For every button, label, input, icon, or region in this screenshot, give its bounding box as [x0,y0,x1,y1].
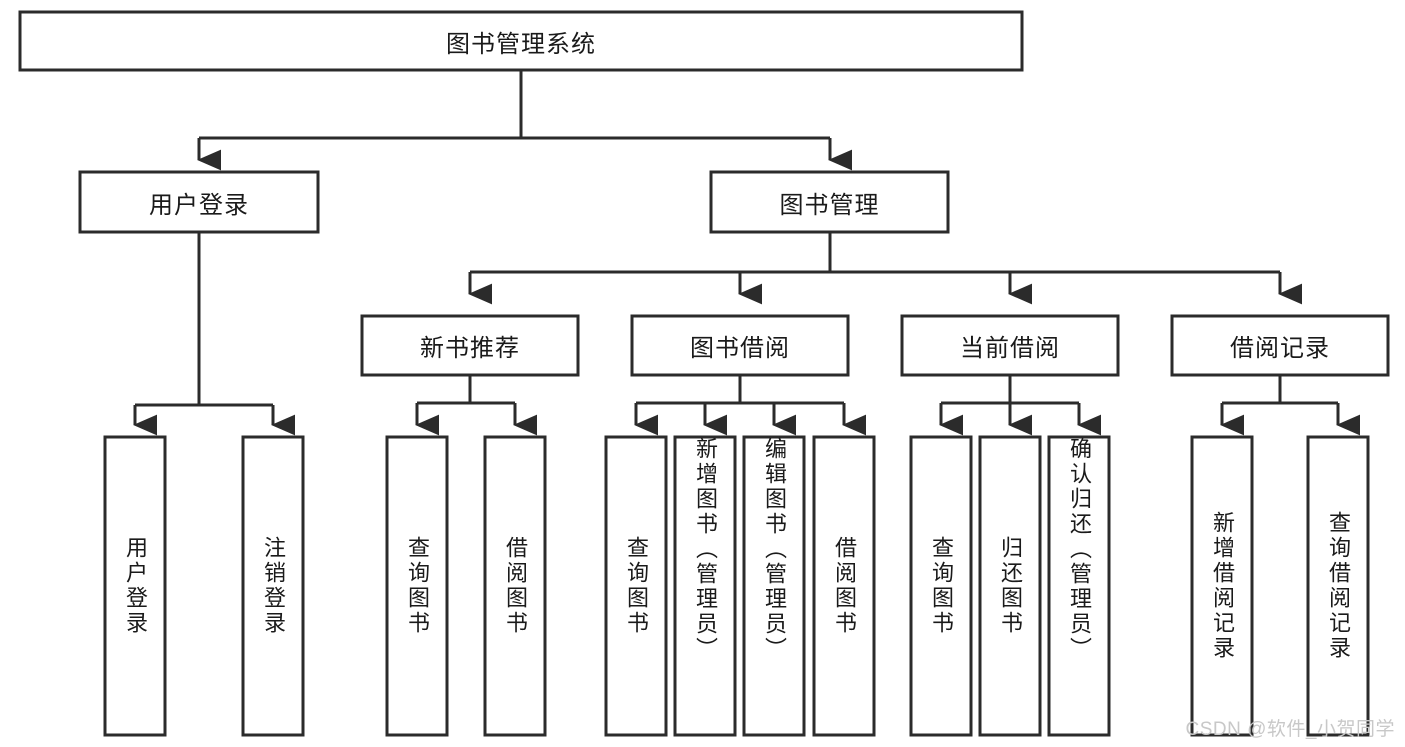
node-box-leaf-query-book-3[interactable] [909,435,973,737]
node-box-leaf-query-book-1[interactable] [385,435,449,737]
node-box-leaf-borrow-book-2[interactable] [812,435,876,737]
connector-new-book-recommend-to-leaves [415,375,538,436]
node-box-leaf-edit-book[interactable] [742,435,806,737]
node-box-leaf-add-record[interactable] [1190,435,1254,737]
connector-book-manage-to-level3 [468,232,1303,305]
connector-current-borrow-to-leaves [939,375,1102,436]
node-box-leaf-query-record[interactable] [1306,435,1370,737]
connector-root-to-level2 [197,70,853,171]
node-box-root[interactable] [18,10,1024,72]
node-box-current-borrow[interactable] [900,314,1120,377]
node-box-book-borrow[interactable] [630,314,850,377]
connector-user-login-to-leaves [133,232,296,436]
node-box-book-manage[interactable] [709,170,950,234]
node-box-leaf-add-book[interactable] [673,435,737,737]
node-box-leaf-logout-login[interactable] [241,435,305,737]
node-box-leaf-query-book-2[interactable] [604,435,668,737]
node-box-borrow-record[interactable] [1170,314,1390,377]
connector-borrow-record-to-leaves [1220,375,1361,436]
node-box-leaf-borrow-book-1[interactable] [483,435,547,737]
node-box-leaf-confirm-return[interactable] [1047,435,1111,737]
node-box-user-login[interactable] [78,170,320,234]
node-box-leaf-user-login[interactable] [103,435,167,737]
node-box-new-book-recommend[interactable] [360,314,580,377]
node-box-leaf-return-book[interactable] [978,435,1042,737]
connector-book-borrow-to-leaves [634,375,867,436]
